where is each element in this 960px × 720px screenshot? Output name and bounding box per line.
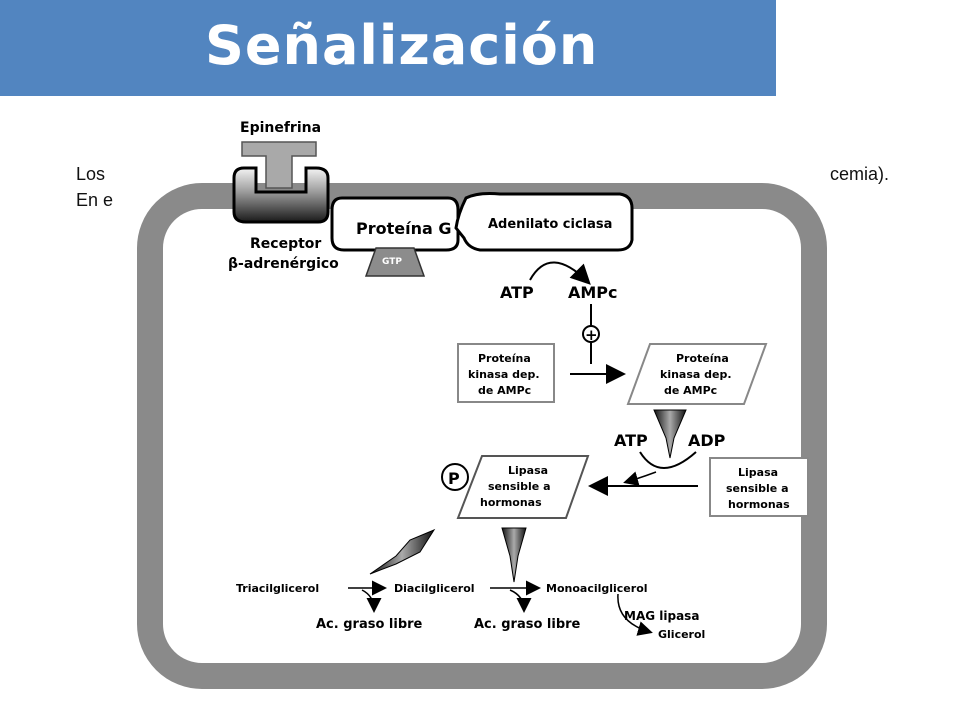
mag-glycerol-arrow	[617, 593, 653, 636]
epinefrina-label: Epinefrina	[240, 120, 321, 136]
adp-label: ADP	[688, 431, 726, 450]
atp-adp-curve	[639, 451, 697, 469]
atp-to-ampc-arrow	[529, 261, 591, 285]
pk-funnel-arrow	[653, 409, 687, 459]
atp-label-2: ATP	[614, 431, 648, 450]
ac-graso-libre-1: Ac. graso libre	[316, 617, 423, 632]
pk-inactive-line1: Proteína	[478, 352, 531, 365]
pk-active-line1: Proteína	[676, 352, 729, 365]
pk-active-box	[626, 343, 768, 405]
body-text-line2-start: En e	[76, 190, 114, 210]
adenilato-ciclasa-label: Adenilato ciclasa	[488, 217, 612, 232]
receptor-label-line1: Receptor	[250, 236, 321, 252]
triacilglicerol-label: Triacilglicerol	[236, 582, 319, 595]
pk-active-line2: kinasa dep.	[660, 368, 732, 381]
gtp-subunit	[364, 247, 426, 277]
lipasa-inactive-line3: hormonas	[728, 498, 790, 511]
body-text-line1-start: Los	[76, 164, 106, 184]
lipasa-inactive-box	[709, 457, 809, 517]
mag-lipasa-label: MAG lipasa	[624, 609, 699, 623]
beta-adrenergic-receptor	[232, 166, 330, 224]
gtp-label: GTP	[382, 257, 402, 267]
dag-fatty-acid-arrow	[509, 589, 532, 613]
lipasa-funnel-down	[501, 527, 527, 583]
pk-active-line3: de AMPc	[664, 384, 717, 397]
glicerol-label: Glicerol	[658, 628, 705, 641]
monoacilglicerol-label: Monoacilglicerol	[546, 582, 648, 595]
lipasa-inactive-line1: Lipasa	[738, 466, 778, 479]
lipasa-inactive-line2: sensible a	[726, 482, 789, 495]
pk-inactive-line3: de AMPc	[478, 384, 531, 397]
ampc-label: AMPc	[568, 283, 618, 302]
pk-inactive-box	[457, 343, 555, 403]
proteina-g-label: Proteína G	[356, 219, 451, 238]
lipasa-active-box	[456, 455, 590, 519]
lipasa-active-line2: sensible a	[488, 480, 551, 493]
lipasa-active-line3: hormonas	[480, 496, 542, 509]
plus-sign: +	[585, 326, 598, 344]
epinefrina-ligand	[241, 141, 317, 189]
body-text-line1-end: cemia).	[830, 164, 890, 184]
phosphorylation-arrow	[623, 471, 657, 486]
phosphate-circle	[441, 463, 469, 491]
pk-inactive-line2: kinasa dep.	[468, 368, 540, 381]
lipasa-active-line1: Lipasa	[508, 464, 548, 477]
lipasa-funnel-left	[369, 528, 436, 575]
proteina-g	[330, 196, 460, 252]
tag-fatty-acid-arrow	[361, 589, 382, 613]
adenilato-ciclasa	[454, 192, 634, 252]
title-bar	[0, 0, 776, 96]
slide-title: Señalización	[205, 14, 599, 77]
atp-label-1: ATP	[500, 283, 534, 302]
ac-graso-libre-2: Ac. graso libre	[474, 617, 581, 632]
diacilglicerol-label: Diacilglicerol	[394, 582, 475, 595]
receptor-label-line2: β-adrenérgico	[228, 256, 339, 272]
phosphate-label: P	[448, 469, 460, 488]
